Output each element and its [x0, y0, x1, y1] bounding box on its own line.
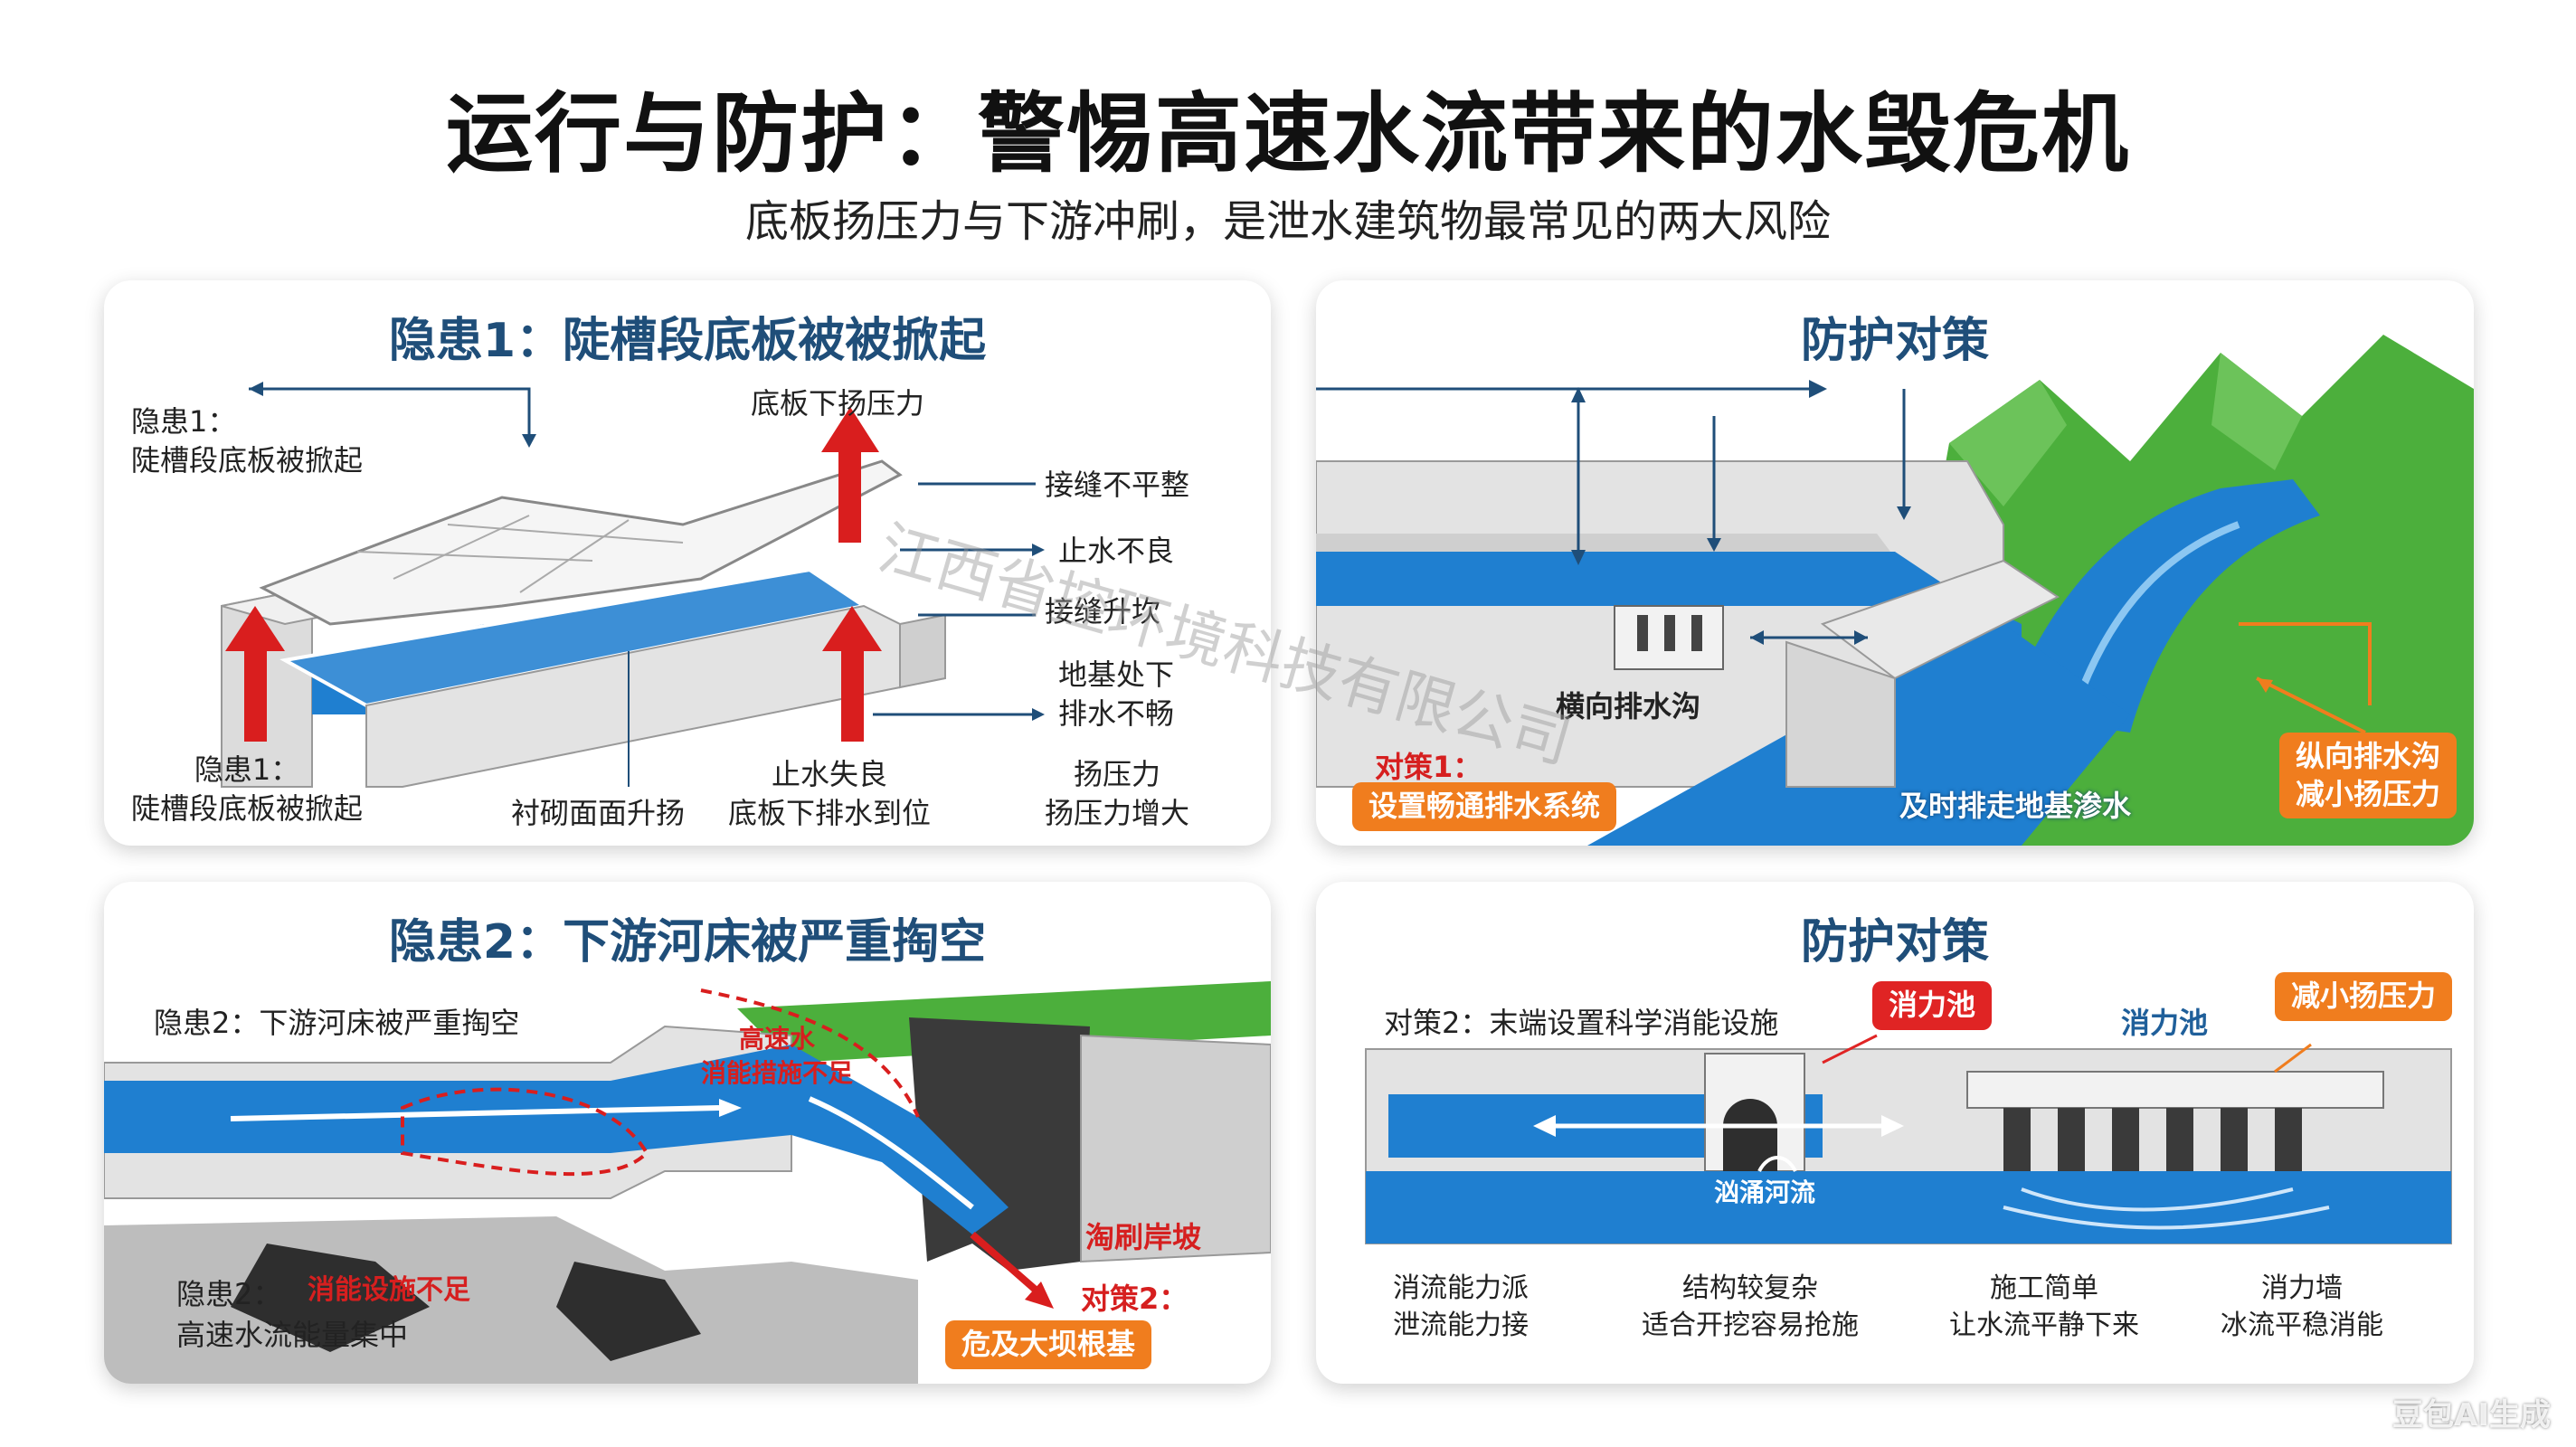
uplift-arrow-left — [225, 606, 285, 742]
label-col2: 结构较复杂 适合开挖容易抢施 — [1642, 1272, 1859, 1341]
label-col4: 消力墙 冰流平稳消能 — [2221, 1272, 2383, 1341]
label-measure1-head: 对策1： — [1375, 750, 1482, 784]
label-col1: 消流能力派 泄流能力接 — [1393, 1272, 1529, 1341]
tag-stilling-basin: 消力池 — [1872, 981, 1993, 1030]
label-waterstop-bad: 止水不良 — [1058, 534, 1175, 568]
ai-badge: 豆包AI生成 — [2392, 1397, 2551, 1433]
label-hazard2-top: 隐患2：下游河床被严重掏空 — [154, 1006, 520, 1040]
label-measure2: 对策2： — [1081, 1281, 1189, 1316]
panel-hazard-2: 隐患2：下游河床被严重掏空 隐患2：下游河床被严重掏空 高速水 消能措施不足 淘… — [104, 882, 1271, 1384]
label-energy-insufficient: 消能设施不足 — [308, 1274, 470, 1306]
panel-3-title: 隐患2：下游河床被严重掏空 — [388, 915, 987, 969]
drainage-system-illustration — [1316, 335, 2474, 846]
label-lateral-drain: 横向排水沟 — [1556, 689, 1701, 724]
label-drain-poor: 地基处下 排水不畅 — [1058, 657, 1175, 732]
label-hazard1-bottom: 隐患1： 陡槽段底板被掀起 — [131, 752, 364, 827]
slab-uplift-illustration — [221, 382, 1045, 788]
tag-reduce-pressure: 减小扬压力 — [2275, 972, 2453, 1021]
page-subtitle: 底板扬压力与下游冲刷，是泄水建筑物最常见的两大风险 — [744, 196, 1831, 247]
label-waterstop-fail: 止水失良 底板下排水到位 — [728, 757, 932, 831]
label-liner: 衬砌面面升扬 — [511, 796, 686, 830]
label-hazard1-top: 隐患1： 陡槽段底板被掀起 — [131, 404, 364, 478]
uplift-arrow-mid — [822, 606, 882, 742]
label-pressure-increase: 扬压力 扬压力增大 — [1045, 757, 1190, 831]
label-timely-drain: 及时排走地基渗水 — [1899, 789, 2132, 823]
riverbed-scour-illustration — [104, 981, 1271, 1384]
label-scour-bank: 淘刷岸坡 — [1085, 1220, 1202, 1254]
page-title: 运行与防护：警惕高速水流带来的水毁危机 — [446, 83, 2130, 184]
label-hazard2-bottom-a: 隐患2： — [176, 1277, 282, 1311]
label-stilling-basin: 消力池 — [2121, 1006, 2209, 1040]
label-joint-raise: 接缝升坎 — [1045, 594, 1161, 629]
panel-1-title: 隐患1：陡槽段底板被被掀起 — [388, 314, 987, 368]
panel-hazard-1: 隐患1：陡槽段底板被被掀起 隐患1： 陡槽段底板被掀起 底板下扬压力 接缝不平整… — [104, 280, 1271, 846]
label-turbulent-river: 汹涌河流 — [1714, 1177, 1816, 1207]
tag-longitudinal-drain: 纵向排水沟 减小扬压力 — [2279, 733, 2458, 819]
panel-measure-1: 防护对策 横向排水沟 对策1： 设置畅通排水系统 及时排走地基渗水 纵向排水沟 … — [1316, 280, 2474, 846]
tag-danger-dam: 危及大坝根基 — [945, 1320, 1152, 1369]
label-measure2-desc: 对策2：末端设置科学消能设施 — [1384, 1006, 1779, 1040]
panel-2-title: 防护对策 — [1800, 314, 1989, 368]
label-col3: 施工简单 让水流平静下来 — [1949, 1272, 2139, 1341]
label-joint-uneven: 接缝不平整 — [1045, 468, 1190, 502]
panel-4-title: 防护对策 — [1800, 915, 1989, 969]
label-hazard2-bottom-b: 高速水流能量集中 — [176, 1318, 409, 1352]
label-uplift-pressure: 底板下扬压力 — [751, 386, 925, 421]
uplift-arrow-top — [821, 407, 879, 543]
energy-dissipation-illustration — [1365, 1034, 2452, 1244]
tag-measure1: 设置畅通排水系统 — [1352, 782, 1617, 831]
label-highspeed-water: 高速水 消能措施不足 — [701, 1024, 854, 1088]
panel-measure-2: 防护对策 对策2：末端设置科学消能设施 消力池 消力池 减小扬压力 汹涌河流 消… — [1316, 882, 2474, 1384]
